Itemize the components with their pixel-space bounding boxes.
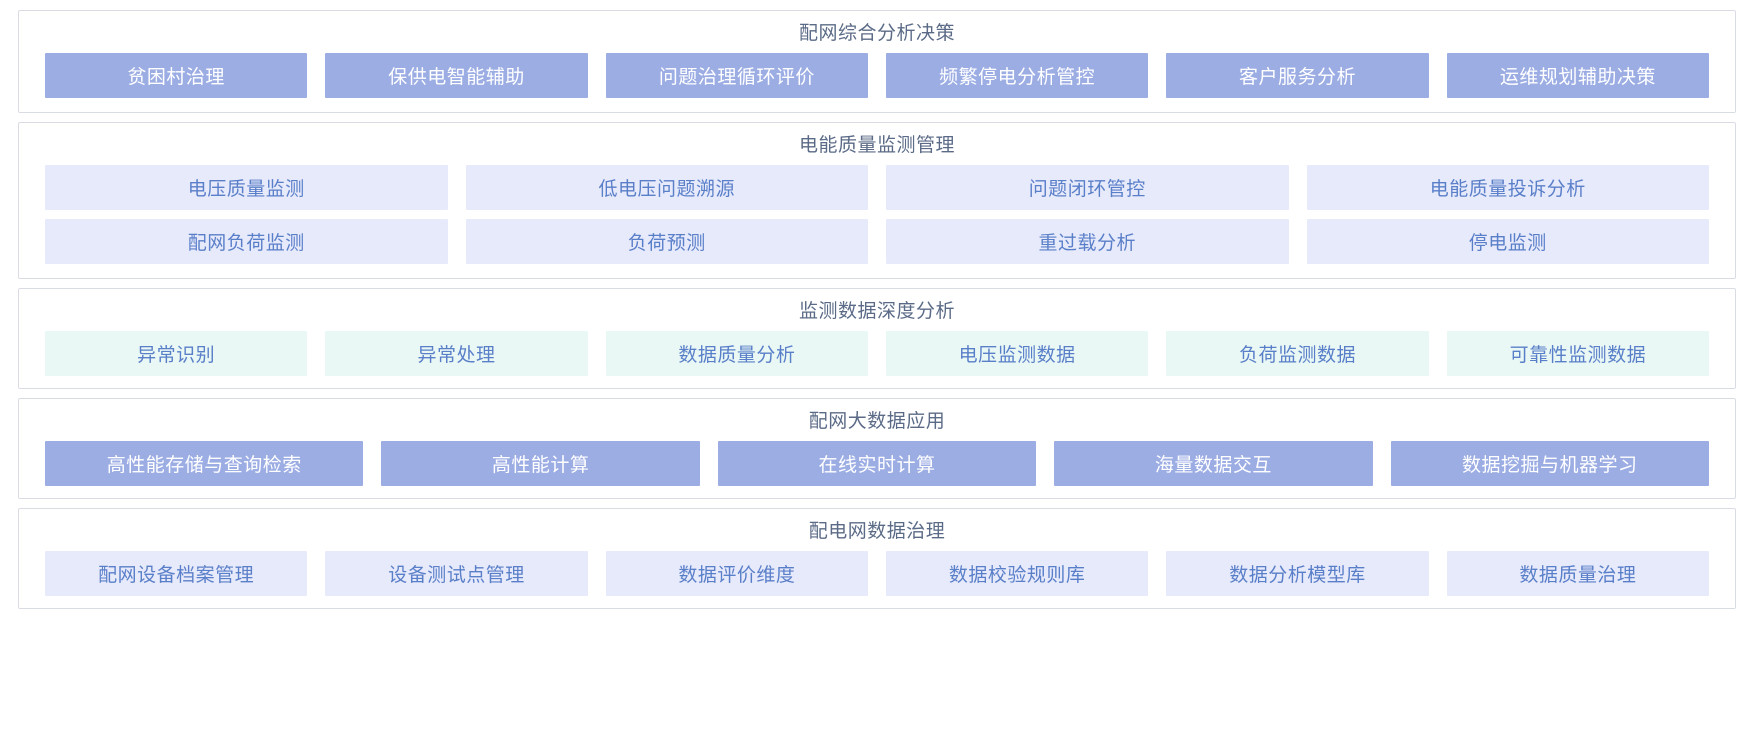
tile-button[interactable]: 高性能存储与查询检索: [45, 441, 364, 486]
panel-title-monitoring-data-deep-analysis: 监测数据深度分析: [798, 301, 955, 322]
panel-title-power-quality-monitoring-management: 电能质量监测管理: [798, 135, 955, 156]
panel-title-distribution-big-data-application: 配网大数据应用: [808, 411, 946, 432]
tile-button[interactable]: 异常识别: [45, 331, 308, 376]
panel-title-comprehensive-analysis-decision: 配网综合分析决策: [798, 23, 955, 44]
tile-button[interactable]: 电能质量投诉分析: [1306, 165, 1709, 210]
tile-button[interactable]: 保供电智能辅助: [325, 53, 588, 98]
tile-button[interactable]: 电压质量监测: [45, 165, 448, 210]
tile-grid-distribution-big-data-application: 高性能存储与查询检索高性能计算在线实时计算海量数据交互数据挖掘与机器学习: [45, 441, 1709, 486]
panel-distribution-big-data-application: 配网大数据应用高性能存储与查询检索高性能计算在线实时计算海量数据交互数据挖掘与机…: [18, 398, 1736, 499]
tile-button[interactable]: 数据分析模型库: [1166, 551, 1429, 596]
tile-button[interactable]: 负荷预测: [465, 219, 868, 264]
tile-button[interactable]: 配网设备档案管理: [45, 551, 308, 596]
tile-button[interactable]: 停电监测: [1306, 219, 1709, 264]
tile-button[interactable]: 设备测试点管理: [325, 551, 588, 596]
tile-button[interactable]: 运维规划辅助决策: [1446, 53, 1709, 98]
tile-grid-monitoring-data-deep-analysis: 异常识别异常处理数据质量分析电压监测数据负荷监测数据可靠性监测数据: [45, 331, 1709, 376]
tile-grid-comprehensive-analysis-decision: 贫困村治理保供电智能辅助问题治理循环评价频繁停电分析管控客户服务分析运维规划辅助…: [45, 53, 1709, 98]
tile-grid-distribution-network-data-governance: 配网设备档案管理设备测试点管理数据评价维度数据校验规则库数据分析模型库数据质量治…: [45, 551, 1709, 596]
tile-button[interactable]: 在线实时计算: [717, 441, 1037, 486]
tile-button[interactable]: 数据评价维度: [605, 551, 868, 596]
tile-button[interactable]: 数据质量治理: [1446, 551, 1709, 596]
tile-button[interactable]: 高性能计算: [381, 441, 700, 486]
tile-button[interactable]: 配网负荷监测: [45, 219, 448, 264]
tile-button[interactable]: 电压监测数据: [886, 331, 1149, 376]
tile-button[interactable]: 问题闭环管控: [886, 165, 1289, 210]
tile-button[interactable]: 数据校验规则库: [886, 551, 1149, 596]
tile-button[interactable]: 异常处理: [325, 331, 588, 376]
tile-button[interactable]: 问题治理循环评价: [605, 53, 868, 98]
tile-button[interactable]: 频繁停电分析管控: [886, 53, 1149, 98]
tile-button[interactable]: 海量数据交互: [1054, 441, 1373, 486]
panel-power-quality-monitoring-management: 电能质量监测管理电压质量监测低电压问题溯源问题闭环管控电能质量投诉分析配网负荷监…: [18, 122, 1736, 279]
tile-button[interactable]: 数据挖掘与机器学习: [1390, 441, 1709, 486]
panel-distribution-network-data-governance: 配电网数据治理配网设备档案管理设备测试点管理数据评价维度数据校验规则库数据分析模…: [18, 508, 1736, 609]
tile-button[interactable]: 可靠性监测数据: [1446, 331, 1709, 376]
panel-title-distribution-network-data-governance: 配电网数据治理: [808, 521, 946, 542]
tile-button[interactable]: 重过载分析: [886, 219, 1289, 264]
tile-button[interactable]: 贫困村治理: [45, 53, 308, 98]
tile-grid-power-quality-monitoring-management: 电压质量监测低电压问题溯源问题闭环管控电能质量投诉分析配网负荷监测负荷预测重过载…: [45, 165, 1709, 264]
panel-comprehensive-analysis-decision: 配网综合分析决策贫困村治理保供电智能辅助问题治理循环评价频繁停电分析管控客户服务…: [18, 10, 1736, 113]
tile-button[interactable]: 数据质量分析: [605, 331, 868, 376]
panel-monitoring-data-deep-analysis: 监测数据深度分析异常识别异常处理数据质量分析电压监测数据负荷监测数据可靠性监测数…: [18, 288, 1736, 389]
tile-button[interactable]: 负荷监测数据: [1166, 331, 1429, 376]
tile-button[interactable]: 客户服务分析: [1166, 53, 1429, 98]
tile-button[interactable]: 低电压问题溯源: [465, 165, 868, 210]
